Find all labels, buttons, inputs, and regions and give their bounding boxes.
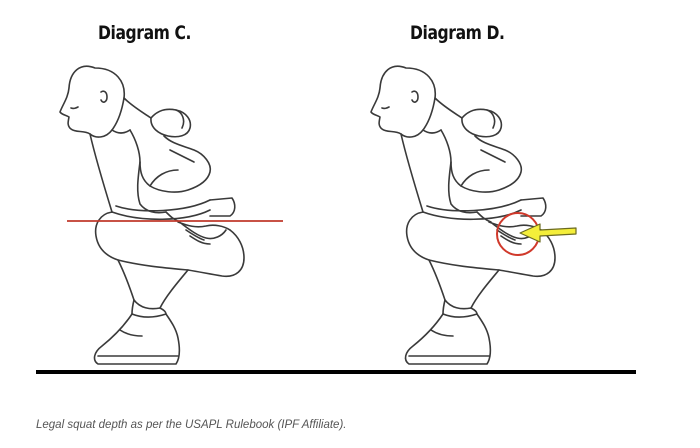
diagram-d-title: Diagram D. — [410, 22, 505, 44]
floor-line — [36, 370, 636, 374]
diagram-c-title: Diagram C. — [98, 22, 192, 44]
lifter-figure-c — [59, 65, 245, 365]
figure-caption: Legal squat depth as per the USAPL Ruleb… — [36, 419, 347, 431]
arrow-icon — [519, 223, 577, 243]
